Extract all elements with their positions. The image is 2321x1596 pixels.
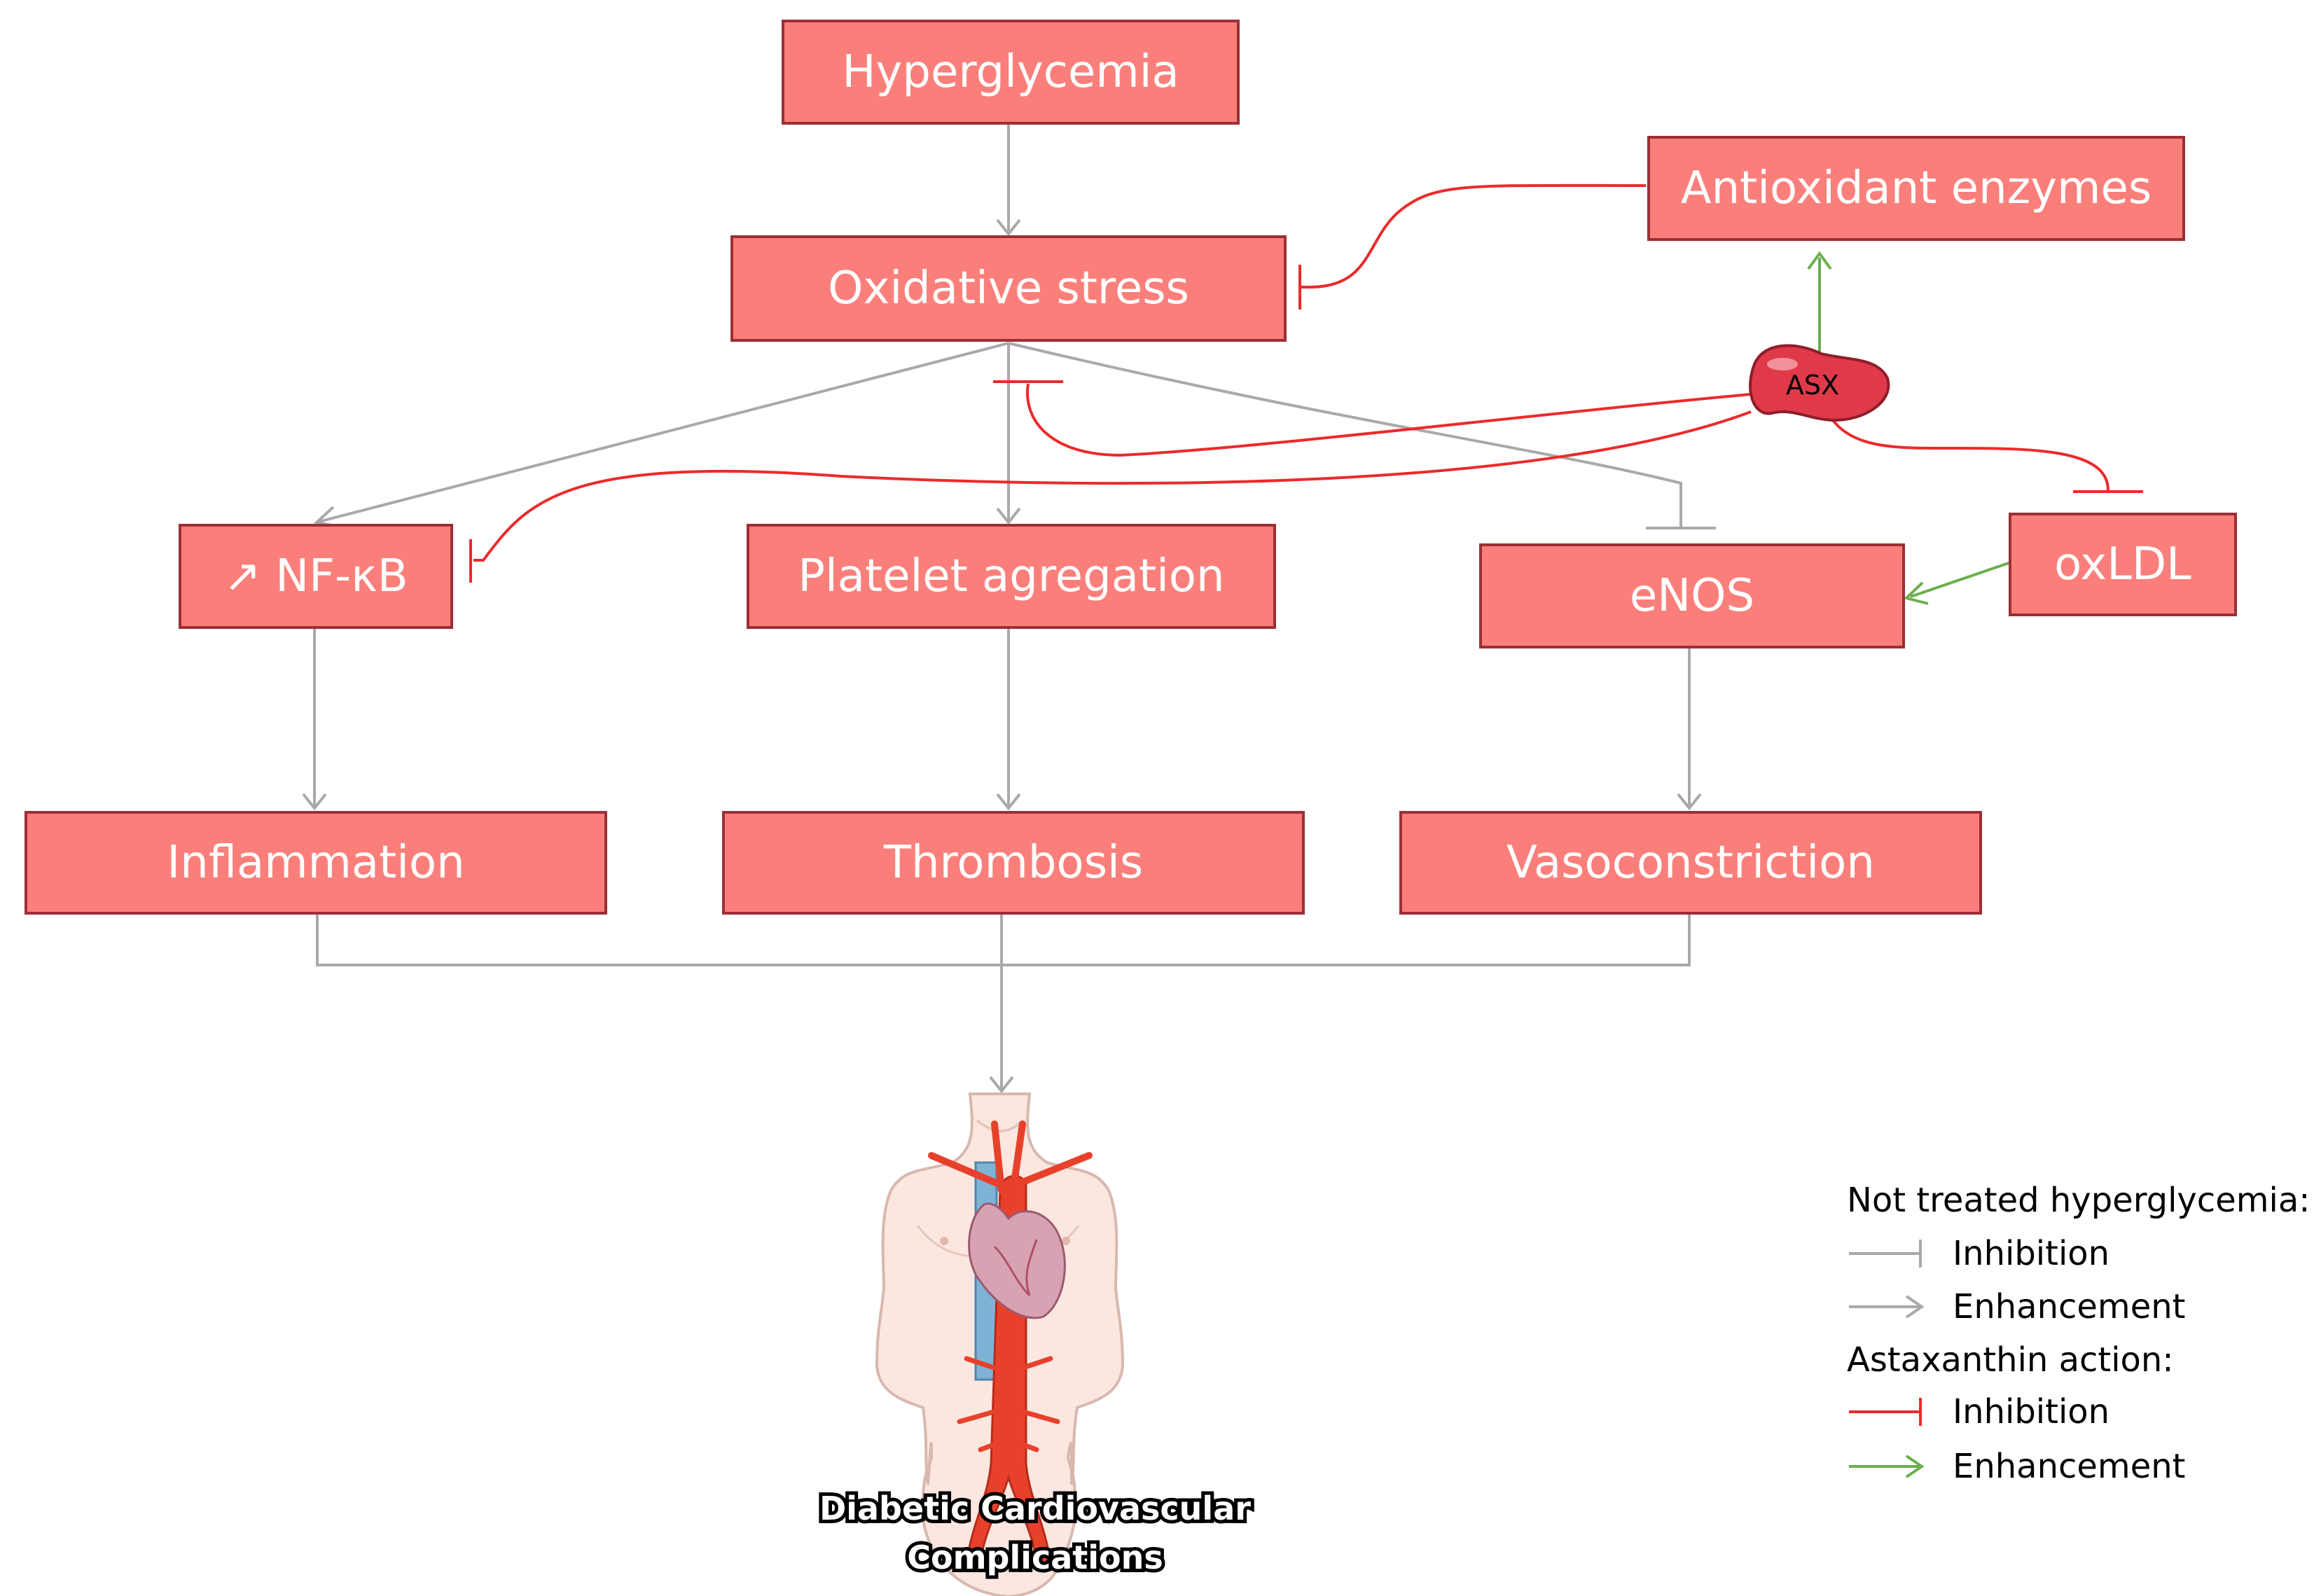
node-thrombosis: Thrombosis [722, 811, 1305, 915]
inhibition-asx-to-nfkb [473, 410, 1752, 562]
torso-nipple-left [940, 1237, 948, 1245]
legend: Not treated hyperglycemia: Inhibition En… [1847, 1181, 2310, 1486]
svg-text:Complications: Complications [907, 1539, 1163, 1576]
complications-caption: Diabetic Cardiovascular Complications [816, 1486, 1254, 1580]
legend-gray-enhancement-head [1905, 1295, 1925, 1319]
svg-text:eNOS: eNOS [1630, 570, 1754, 622]
node-nfkb: ↗ NF-κB [179, 524, 453, 629]
svg-text:Vasoconstriction: Vasoconstriction [1506, 837, 1875, 889]
legend-untreated-title: Not treated hyperglycemia: [1847, 1181, 2310, 1220]
torso-illustration [875, 1092, 1125, 1596]
node-asx: ASX [1749, 344, 1890, 422]
svg-text:Hyperglycemia: Hyperglycemia [842, 46, 1179, 98]
svg-text:↗ NF-κB: ↗ NF-κB [223, 550, 408, 602]
inhibition-asx-to-oxstress-pathway [1026, 383, 1752, 457]
legend-asx-title: Astaxanthin action: [1847, 1340, 2174, 1380]
legend-green-enhancement-head [1905, 1455, 1925, 1478]
svg-text:Inflammation: Inflammation [167, 837, 464, 889]
legend-asx-enhancement: Enhancement [1953, 1447, 2185, 1486]
node-oxldl: oxLDL [2009, 513, 2237, 616]
node-hyperglycemia: Hyperglycemia [782, 20, 1240, 125]
node-oxidative-stress: Oxidative stress [730, 235, 1287, 342]
svg-text:ASX: ASX [1786, 370, 1839, 401]
enhancement-oxldl-to-enos-head [1904, 581, 1929, 605]
merge-lines [316, 913, 1691, 966]
legend-untreated-inhibition: Inhibition [1953, 1234, 2109, 1273]
arrow-to-complications-head [989, 1076, 1014, 1094]
inhibition-antioxidant-to-oxstress [1300, 183, 1647, 289]
legend-asx-inhibition: Inhibition [1953, 1392, 2109, 1431]
svg-text:Antioxidant enzymes: Antioxidant enzymes [1681, 162, 2152, 214]
legend-untreated-enhancement: Enhancement [1953, 1287, 2185, 1326]
torso-nipple-right [1062, 1237, 1070, 1245]
svg-text:Platelet agregation: Platelet agregation [798, 550, 1224, 602]
arrow-oxstress-to-platelet-head [996, 507, 1021, 525]
heart [968, 1202, 1066, 1319]
abdominal-branches [957, 1356, 1060, 1452]
inhibition-asx-to-oxldl [1827, 412, 2109, 491]
heart-vessels [993, 1239, 1038, 1297]
torso-neck-shadow [976, 1119, 1024, 1132]
svg-text:Diabetic Cardiovascular: Diabetic Cardiovascular [819, 1490, 1251, 1527]
arrow-platelet-to-thrombosis-head [996, 793, 1021, 811]
arrow-oxstress-to-nfkb [318, 342, 1009, 523]
enhancement-asx-to-antioxidant-head [1807, 251, 1832, 270]
node-platelet-aggregation: Platelet agregation [747, 524, 1276, 629]
carotid-arteries [928, 1120, 1093, 1194]
arrow-enos-to-vasoconstriction-head [1677, 793, 1702, 811]
svg-text:Thrombosis: Thrombosis [883, 837, 1143, 889]
node-inflammation: Inflammation [25, 811, 607, 915]
enhancement-oxldl-to-enos [1910, 562, 2009, 598]
arrow-hyperglycemia-to-oxidative-stress-head [996, 218, 1021, 237]
node-vasoconstriction: Vasoconstriction [1399, 811, 1982, 915]
node-antioxidant-enzymes: Antioxidant enzymes [1647, 136, 2185, 241]
arrow-nfkb-to-inflammation-head [302, 793, 327, 811]
svg-text:oxLDL: oxLDL [2054, 539, 2191, 590]
svg-text:Oxidative stress: Oxidative stress [828, 263, 1189, 314]
inhibition-oxstress-to-enos [1008, 342, 1682, 527]
node-enos: eNOS [1479, 543, 1905, 648]
